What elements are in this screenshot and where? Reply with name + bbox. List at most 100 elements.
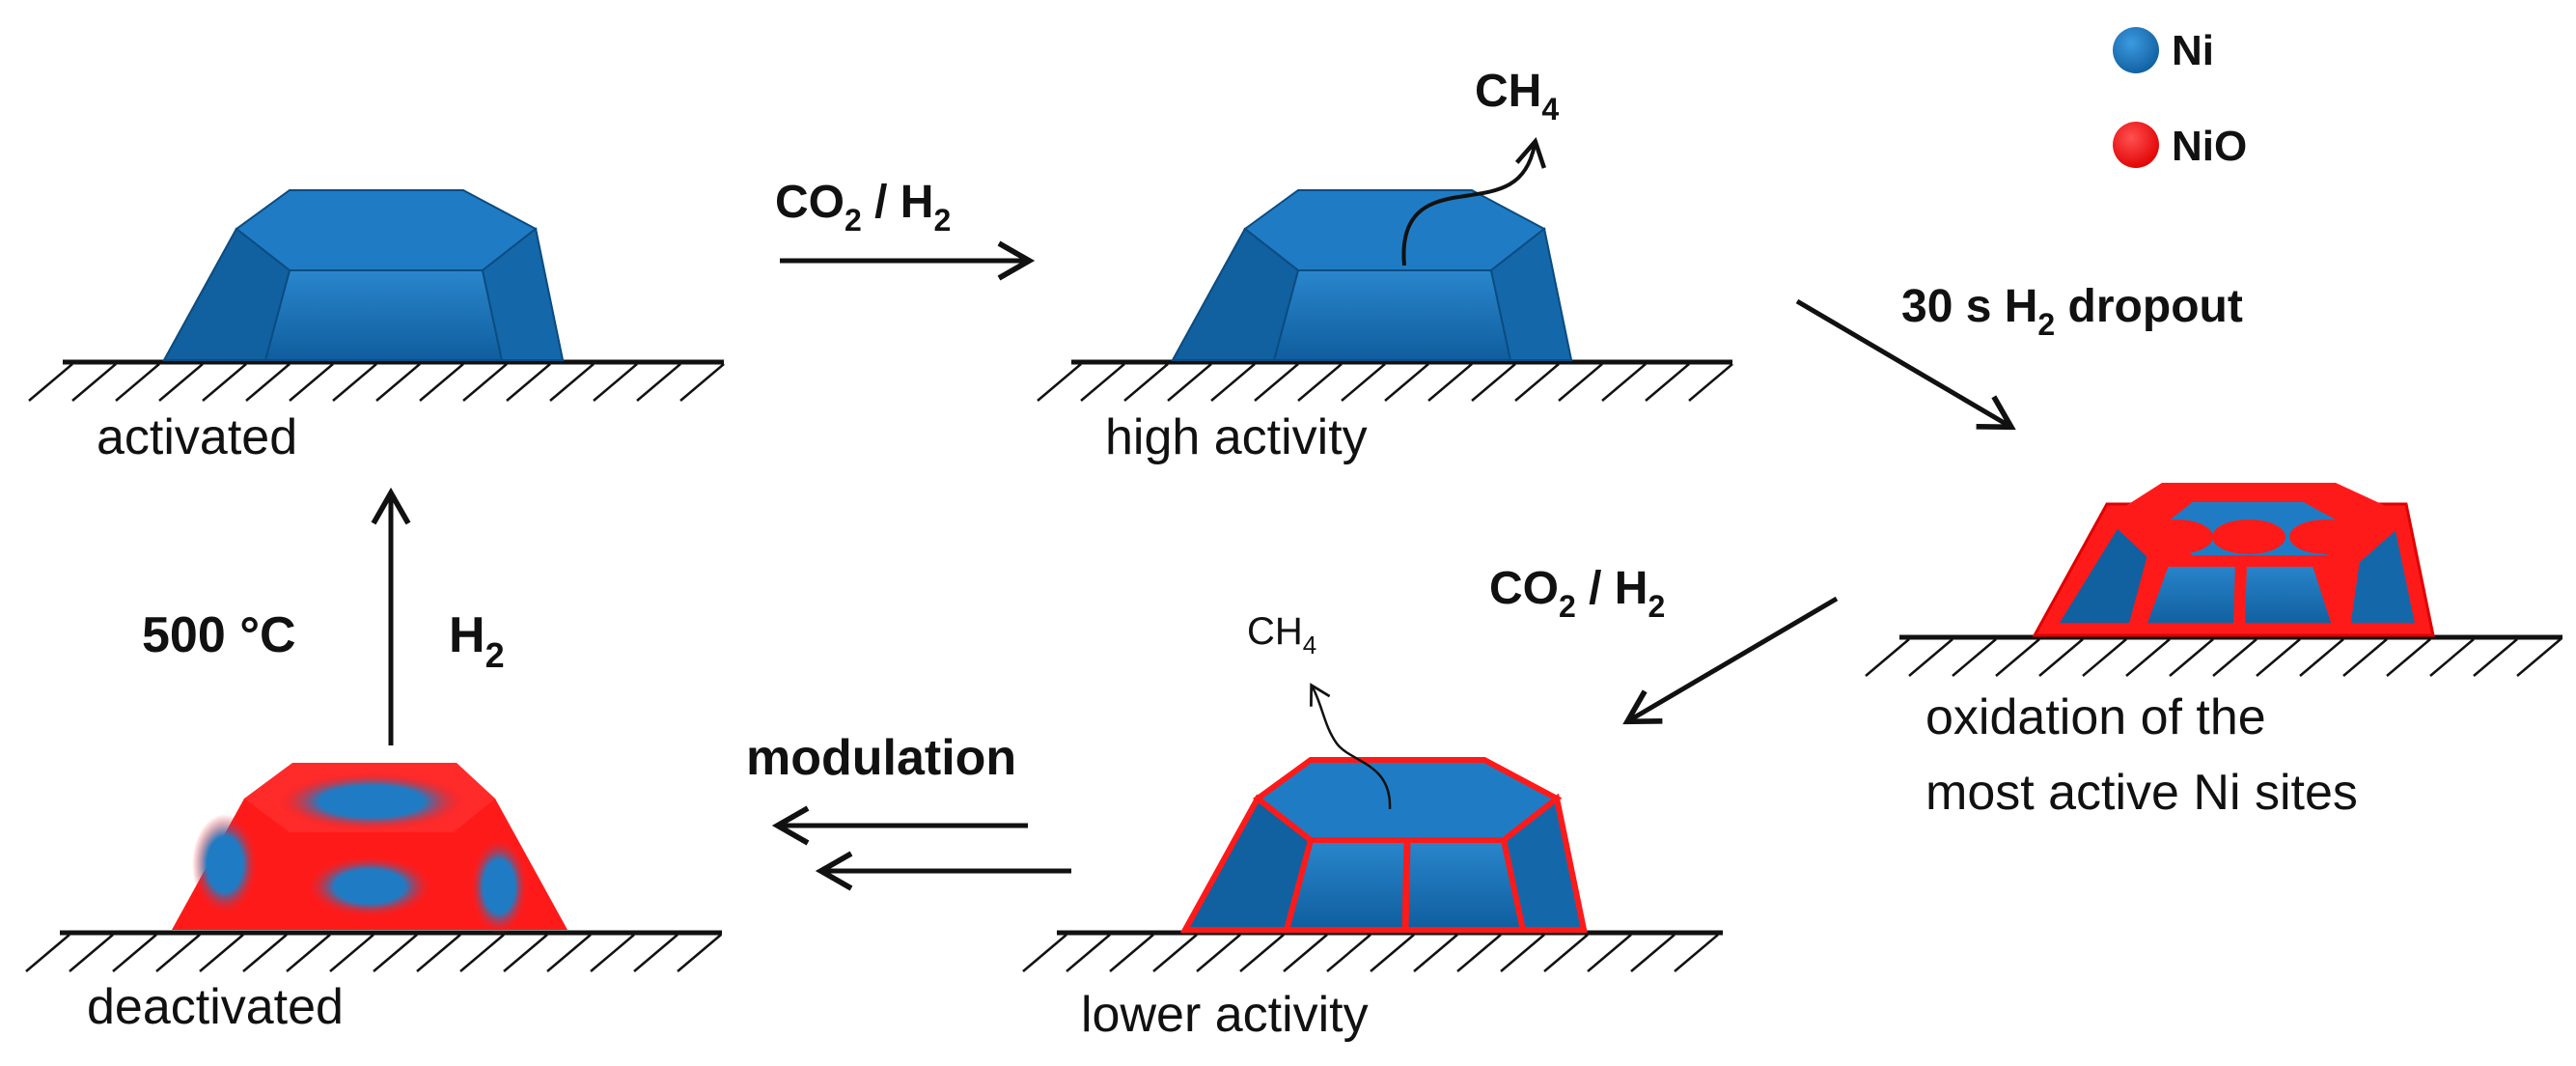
substrate-hatch xyxy=(1167,363,1212,402)
substrate-hatch xyxy=(2473,638,2518,677)
ch4-label-lower: CH4 xyxy=(1247,610,1316,659)
substrate-hatch xyxy=(1456,934,1502,972)
substrate-hatch xyxy=(1952,638,1997,677)
legend-ni-swatch xyxy=(2113,27,2159,73)
substrate-hatch xyxy=(1109,934,1154,972)
substrate-hatch xyxy=(1254,363,1299,402)
label-deactivated: deactivated xyxy=(87,979,344,1035)
ch4-release-arrow-lower xyxy=(1310,683,1392,810)
label-lower-activity: lower activity xyxy=(1081,987,1369,1043)
substrate-hatch xyxy=(1543,934,1589,972)
substrate-hatch xyxy=(546,934,592,972)
substrate-hatch xyxy=(503,934,548,972)
substrate-hatch xyxy=(2299,638,2344,677)
substrate-hatch xyxy=(2125,638,2171,677)
label-activated: activated xyxy=(97,409,297,465)
substrate-hatch xyxy=(112,934,157,972)
substrate-hatch xyxy=(373,934,418,972)
substrate-surfaces xyxy=(25,359,2562,972)
substrate-hatch xyxy=(1471,363,1516,402)
label-h2-reactivation: H2 xyxy=(449,607,505,675)
substrate-hatch xyxy=(1514,363,1560,402)
substrate-hatch xyxy=(1500,934,1545,972)
substrate-hatch xyxy=(416,934,461,972)
substrate-hatch xyxy=(1022,934,1067,972)
legend-ni-label: Ni xyxy=(2172,27,2214,74)
legend: Ni NiO xyxy=(2113,27,2247,170)
substrate-hatch xyxy=(71,363,117,402)
substrate-hatch xyxy=(1123,363,1169,402)
arrow-co2-h2-right xyxy=(1622,596,1839,725)
substrate-hatch xyxy=(332,363,377,402)
substrate-hatch xyxy=(2342,638,2388,677)
substrate-hatch xyxy=(1196,934,1241,972)
substrate-hatch xyxy=(2429,638,2475,677)
substrate-hatch xyxy=(677,934,722,972)
substrate-hatch xyxy=(1558,363,1603,402)
substrate-hatch xyxy=(2386,638,2431,677)
substrate-hatch xyxy=(1995,638,2040,677)
label-h2-dropout: 30 s H2 dropout xyxy=(1901,281,2243,342)
substrate-hatch xyxy=(2169,638,2214,677)
substrate-hatch xyxy=(1239,934,1285,972)
arrow-h2-dropout xyxy=(1795,298,2016,431)
substrate-hatch xyxy=(2212,638,2257,677)
substrate-hatch xyxy=(1865,638,1910,677)
substrate-hatch xyxy=(289,363,334,402)
label-co2-h2-top: CO2 / H2 xyxy=(775,177,951,238)
ch4-label-top: CH4 xyxy=(1475,66,1559,126)
particle-high-activity xyxy=(1171,189,1573,361)
substrate-hatch xyxy=(375,363,421,402)
substrate-hatch xyxy=(1080,363,1125,402)
substrate-hatch xyxy=(115,363,160,402)
substrate-hatch xyxy=(2516,638,2562,677)
substrate-hatch xyxy=(69,934,114,972)
substrate-hatch xyxy=(155,934,201,972)
substrate-hatch xyxy=(549,363,595,402)
label-high-activity: high activity xyxy=(1105,409,1368,465)
substrate-hatch xyxy=(2256,638,2301,677)
substrate-hatch xyxy=(1601,363,1647,402)
legend-nio-swatch xyxy=(2113,122,2159,168)
particle-oxidized xyxy=(2032,483,2435,637)
substrate-hatch xyxy=(1370,934,1415,972)
substrate-hatch xyxy=(1326,934,1371,972)
substrate-hatch xyxy=(633,934,679,972)
particle-deactivated xyxy=(172,763,568,935)
particle-activated xyxy=(162,189,565,361)
substrate-hatch xyxy=(1210,363,1256,402)
substrate-hatch xyxy=(1645,363,1690,402)
substrate-hatch xyxy=(1908,638,1953,677)
substrate-hatch xyxy=(1152,934,1198,972)
substrate-hatch xyxy=(1283,934,1328,972)
ch4-release-arrow-top xyxy=(1401,137,1547,266)
substrate-hatch xyxy=(245,363,291,402)
substrate-hatch xyxy=(1587,934,1632,972)
substrate-hatch xyxy=(2082,638,2127,677)
substrate-hatch xyxy=(593,363,638,402)
substrate-hatch xyxy=(1037,363,1082,402)
substrate-hatch xyxy=(636,363,681,402)
label-co2-h2-right: CO2 / H2 xyxy=(1489,563,1665,624)
substrate-hatch xyxy=(459,934,505,972)
substrate-hatch xyxy=(202,363,247,402)
label-oxidation-line2: most active Ni sites xyxy=(1925,765,2358,821)
substrate-hatch xyxy=(419,363,464,402)
substrate-hatch xyxy=(158,363,204,402)
substrate-hatch xyxy=(1688,363,1733,402)
substrate-hatch xyxy=(28,363,73,402)
substrate-hatch xyxy=(462,363,508,402)
label-oxidation-line1: oxidation of the xyxy=(1925,689,2266,745)
substrate-hatch xyxy=(1341,363,1386,402)
substrate-hatch xyxy=(1413,934,1458,972)
particle-lower-activity xyxy=(1179,757,1588,933)
substrate-hatch xyxy=(199,934,244,972)
substrate-hatch xyxy=(329,934,374,972)
substrate-hatch xyxy=(1297,363,1343,402)
legend-nio-label: NiO xyxy=(2172,123,2247,170)
substrate-hatch xyxy=(506,363,551,402)
substrate-hatch xyxy=(1630,934,1676,972)
substrate-hatch xyxy=(1066,934,1111,972)
substrate-hatch xyxy=(2038,638,2084,677)
